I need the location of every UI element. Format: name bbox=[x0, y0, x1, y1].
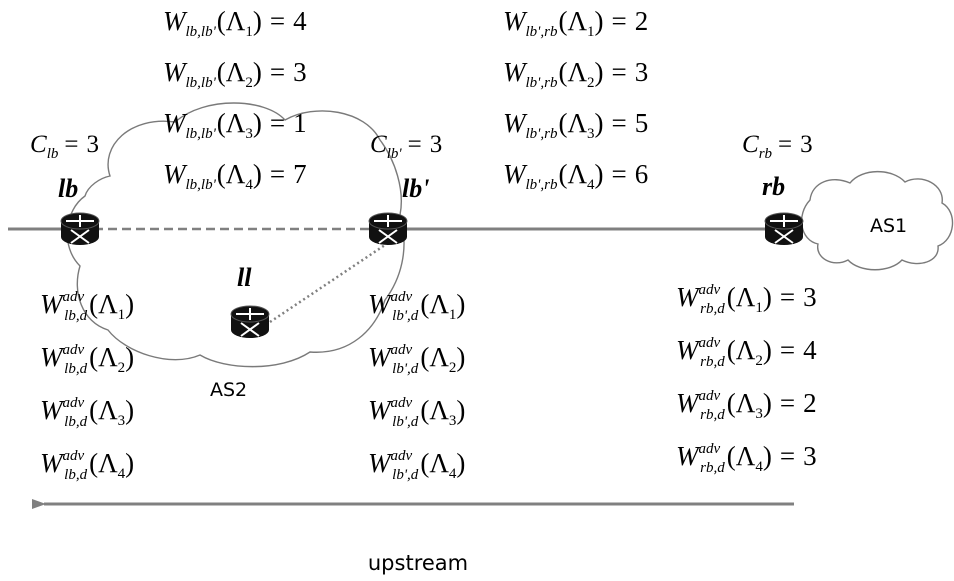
formula-row: Wlb,lb'(Λ3)=1 bbox=[163, 108, 307, 142]
capacity-lb: Clb=3 bbox=[30, 131, 99, 162]
router-lb[interactable] bbox=[60, 212, 100, 245]
router-icon bbox=[368, 212, 408, 245]
weights-lbprime-rb: Wlb',rb(Λ1)=2Wlb',rb(Λ2)=3Wlb',rb(Λ3)=5W… bbox=[503, 6, 648, 193]
link-ll-lbprime bbox=[269, 241, 389, 324]
formula-row: Wlb',rb(Λ2)=3 bbox=[503, 57, 648, 91]
upstream-label: upstream bbox=[368, 551, 468, 575]
weights-lb-lbprime: Wlb,lb'(Λ1)=4Wlb,lb'(Λ2)=3Wlb,lb'(Λ3)=1W… bbox=[163, 6, 307, 193]
capacity-lb-prime: Clb'=3 bbox=[370, 131, 442, 162]
router-label-rb: rb bbox=[762, 172, 785, 201]
as1-cloud bbox=[800, 171, 954, 271]
formula-row: Wlb',rb(Λ3)=5 bbox=[503, 108, 648, 142]
router-label-lb: lb bbox=[58, 174, 78, 203]
as1-label: AS1 bbox=[870, 215, 907, 237]
formula-row: Wlb',rb(Λ4)=6 bbox=[503, 159, 648, 193]
router-icon bbox=[230, 305, 270, 338]
as2-cloud bbox=[66, 102, 405, 368]
formula-row: Wlb,lb'(Λ1)=4 bbox=[163, 6, 307, 40]
router-icon bbox=[764, 212, 804, 245]
router-lb-prime[interactable] bbox=[368, 212, 408, 245]
formula-row: Wlb',rb(Λ1)=2 bbox=[503, 6, 648, 40]
router-rb[interactable] bbox=[764, 212, 804, 245]
router-label-lb-prime: lb' bbox=[402, 174, 429, 203]
formula-row: Wlb,lb'(Λ2)=3 bbox=[163, 57, 307, 91]
as2-label: AS2 bbox=[210, 379, 247, 401]
router-label-ll: ll bbox=[237, 263, 252, 292]
router-icon bbox=[60, 212, 100, 245]
formula-row: Wlb,lb'(Λ4)=7 bbox=[163, 159, 307, 193]
router-ll[interactable] bbox=[230, 305, 270, 338]
capacity-rb: Crb=3 bbox=[742, 131, 813, 162]
